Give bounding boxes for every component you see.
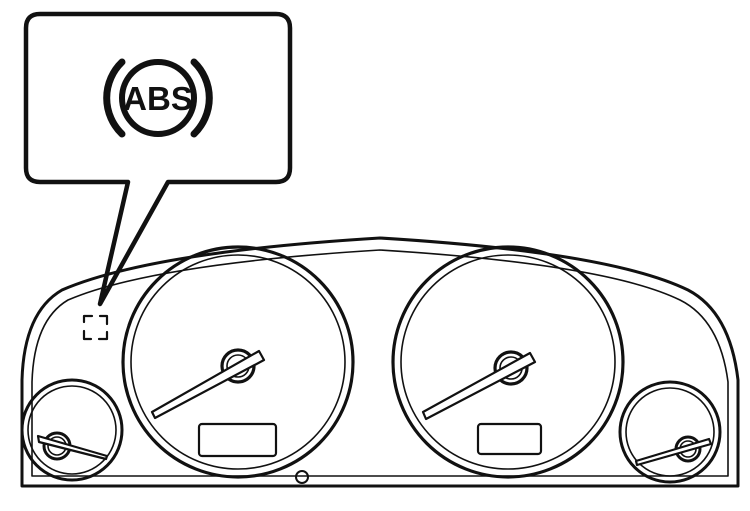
abs-symbol-right-bracket [190,58,213,138]
small-left-gauge-needle [36,431,109,461]
small-right-gauge [618,380,722,484]
small-right-gauge-needle [634,435,713,467]
small-left-gauge [20,378,124,482]
left-gauge-needle [150,348,266,420]
right-main-gauge [391,245,625,479]
abs-warning-light-icon: ABS [103,58,213,138]
right-gauge-needle [421,350,537,421]
left-gauge-display-window [197,422,278,458]
left-main-gauge [121,245,355,479]
callout-bubble [23,11,293,307]
right-gauge-display-window [476,422,543,456]
cluster-housing-inner [31,249,729,477]
abs-indicator-location [82,314,109,341]
abs-symbol-ring [119,59,197,137]
cluster-housing-outer [20,236,740,488]
trip-reset-knob [295,470,309,484]
abs-symbol-left-bracket [103,58,126,138]
abs-symbol-text: ABS [123,80,193,117]
